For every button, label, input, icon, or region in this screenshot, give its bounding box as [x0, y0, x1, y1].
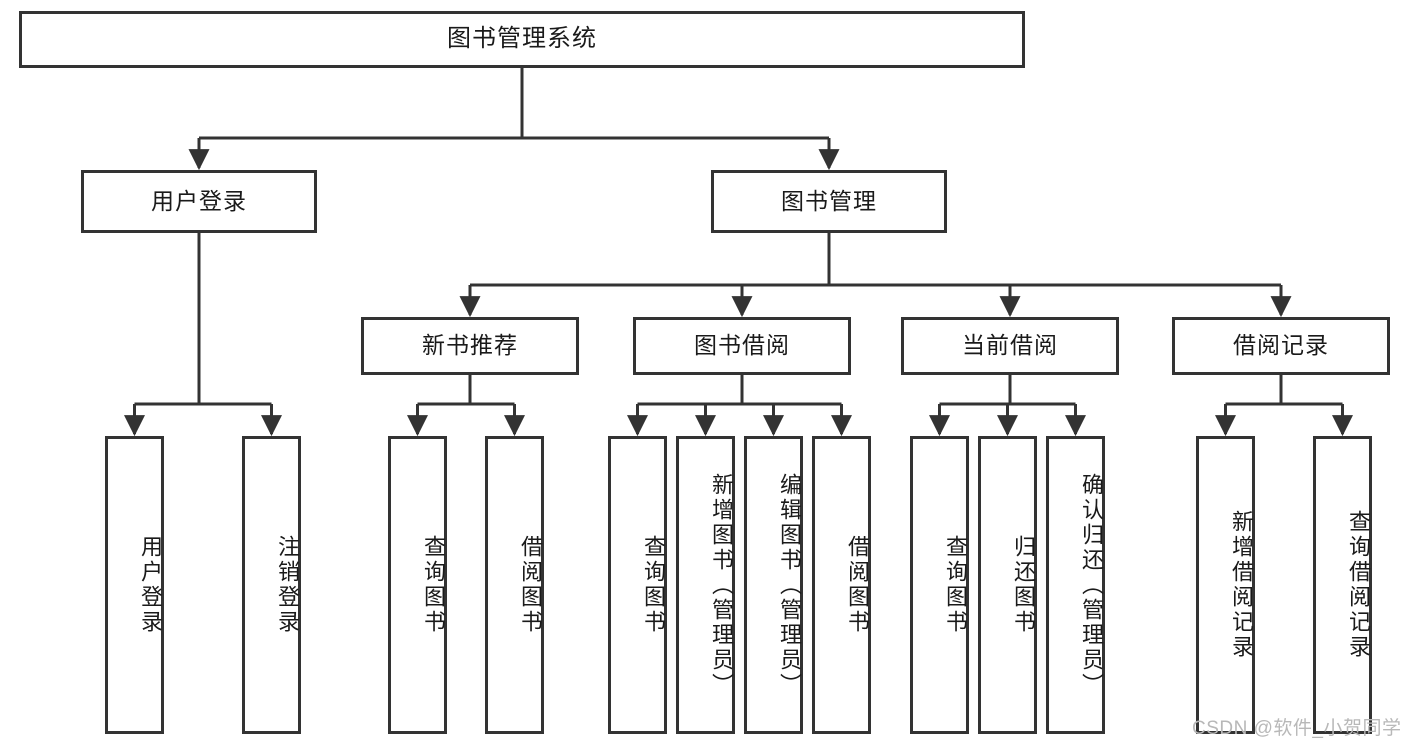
node-leaf-borrow-book-2-label: 借阅图书	[845, 535, 870, 635]
node-borrow-record-label: 借阅记录	[1233, 332, 1329, 359]
node-leaf-logout-label: 注销登录	[275, 535, 300, 635]
node-user-login[interactable]: 用户登录	[81, 170, 317, 233]
node-book-manage[interactable]: 图书管理	[711, 170, 947, 233]
node-leaf-query-record[interactable]: 查询借阅记录	[1313, 436, 1372, 734]
node-leaf-query-book-3-label: 查询图书	[943, 535, 968, 635]
node-leaf-edit-book[interactable]: 编辑图书（管理员）	[744, 436, 803, 734]
node-book-borrow-label: 图书借阅	[694, 332, 790, 359]
node-leaf-add-book-label: 新增图书（管理员）	[709, 472, 734, 698]
node-current-borrow-label: 当前借阅	[962, 332, 1058, 359]
node-new-book-rec-label: 新书推荐	[422, 332, 518, 359]
node-leaf-borrow-book-1-label: 借阅图书	[518, 535, 543, 635]
node-leaf-confirm-return-label: 确认归还（管理员）	[1079, 472, 1104, 698]
node-leaf-query-book-2-label: 查询图书	[641, 535, 666, 635]
node-borrow-record[interactable]: 借阅记录	[1172, 317, 1390, 375]
node-leaf-edit-book-label: 编辑图书（管理员）	[777, 472, 802, 698]
node-leaf-add-record[interactable]: 新增借阅记录	[1196, 436, 1255, 734]
node-leaf-return-book[interactable]: 归还图书	[978, 436, 1037, 734]
node-leaf-query-book-2[interactable]: 查询图书	[608, 436, 667, 734]
node-root-label: 图书管理系统	[447, 25, 597, 53]
node-root[interactable]: 图书管理系统	[19, 11, 1025, 68]
node-leaf-user-login-label: 用户登录	[138, 535, 163, 635]
node-current-borrow[interactable]: 当前借阅	[901, 317, 1119, 375]
node-leaf-confirm-return[interactable]: 确认归还（管理员）	[1046, 436, 1105, 734]
node-leaf-logout[interactable]: 注销登录	[242, 436, 301, 734]
node-leaf-user-login[interactable]: 用户登录	[105, 436, 164, 734]
node-leaf-add-record-label: 新增借阅记录	[1229, 510, 1254, 660]
node-leaf-return-book-label: 归还图书	[1011, 535, 1036, 635]
node-leaf-add-book[interactable]: 新增图书（管理员）	[676, 436, 735, 734]
node-leaf-query-book-1[interactable]: 查询图书	[388, 436, 447, 734]
node-leaf-query-book-3[interactable]: 查询图书	[910, 436, 969, 734]
node-leaf-query-record-label: 查询借阅记录	[1346, 510, 1371, 660]
node-leaf-query-book-1-label: 查询图书	[421, 535, 446, 635]
node-new-book-rec[interactable]: 新书推荐	[361, 317, 579, 375]
node-leaf-borrow-book-2[interactable]: 借阅图书	[812, 436, 871, 734]
node-book-manage-label: 图书管理	[781, 187, 877, 214]
node-leaf-borrow-book-1[interactable]: 借阅图书	[485, 436, 544, 734]
node-user-login-label: 用户登录	[151, 187, 247, 214]
node-book-borrow[interactable]: 图书借阅	[633, 317, 851, 375]
